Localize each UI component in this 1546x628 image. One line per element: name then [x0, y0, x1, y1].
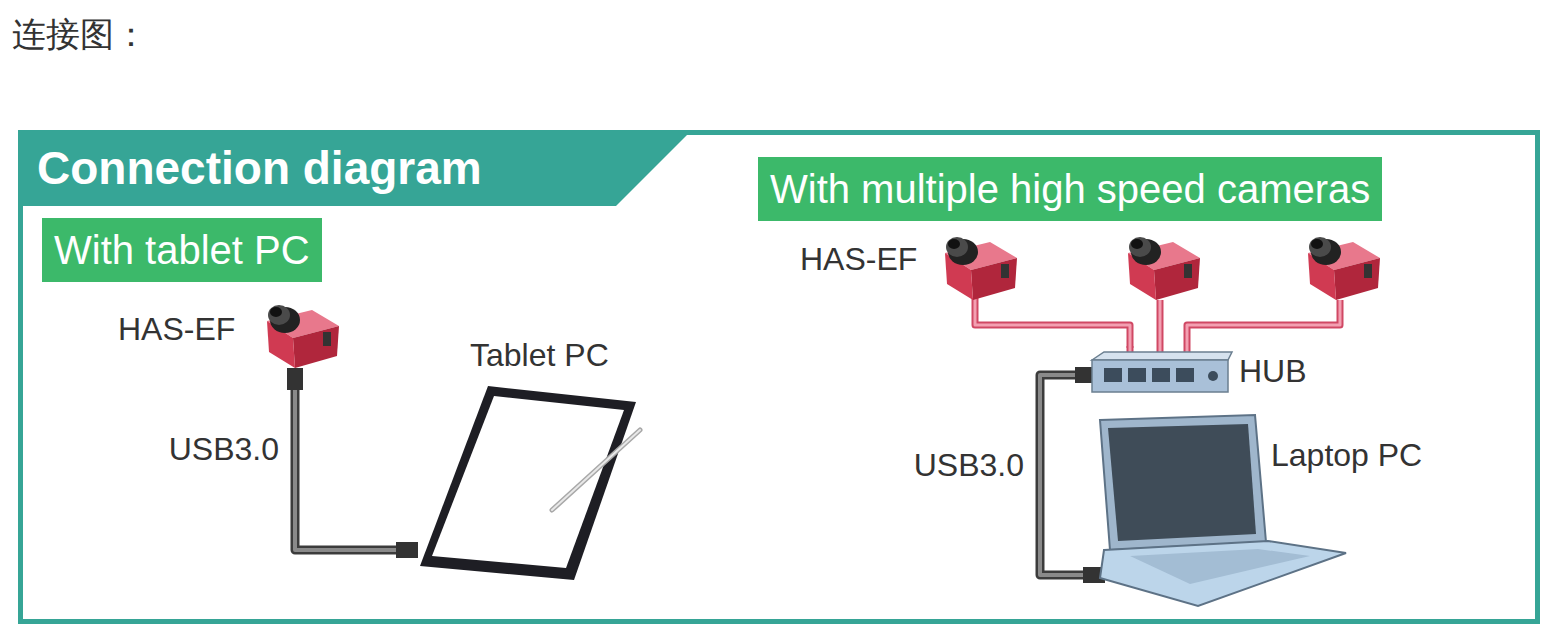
page-heading: 连接图：: [12, 14, 148, 55]
node-label: With multiple high speed cameras: [770, 163, 1370, 215]
cable-plug: [287, 368, 303, 390]
cable: [1040, 367, 1105, 583]
cable-stroke: [1040, 375, 1105, 575]
camera: [1128, 237, 1200, 300]
camera-node: HAS-EF: [800, 228, 1025, 298]
section-banner: With multiple high speed cameras: [758, 157, 1382, 221]
cable-plug: [396, 542, 418, 558]
node-label: Laptop PC: [1271, 438, 1422, 473]
section-banner: With tablet PC: [42, 218, 322, 282]
camera-cable: [1130, 300, 1340, 360]
camera-node: HAS-EF: [118, 300, 343, 368]
node-label: HAS-EF: [800, 242, 917, 277]
cable-label: USB3.0: [912, 448, 1026, 483]
cable-stroke: [295, 368, 418, 550]
camera: [267, 305, 339, 368]
title-band: [18, 130, 692, 206]
node-label: HUB: [1239, 354, 1307, 389]
camera: [945, 237, 1017, 300]
node-label: Tablet PC: [470, 338, 609, 373]
hub-node: HUB: [1083, 348, 1323, 400]
node-label: Connection diagram: [37, 141, 482, 196]
node-label: HAS-EF: [118, 312, 235, 347]
cable-stroke: [295, 368, 418, 550]
camera: [1308, 237, 1380, 300]
diagram-frame: Connection diagramWith tablet PC With mul…: [18, 130, 1540, 624]
cable-stroke: [975, 298, 1130, 348]
tablet: [420, 386, 640, 580]
hub: [1092, 352, 1232, 392]
cable-label: USB3.0: [167, 432, 281, 467]
tablet-node: Tablet PC: [412, 338, 644, 588]
cable: [975, 298, 1130, 348]
cable: [287, 368, 418, 558]
cable-stroke: [1040, 375, 1105, 575]
node-label: With tablet PC: [54, 224, 310, 276]
cable-stroke: [975, 298, 1130, 348]
laptop-node: Laptop PC: [1095, 412, 1457, 610]
